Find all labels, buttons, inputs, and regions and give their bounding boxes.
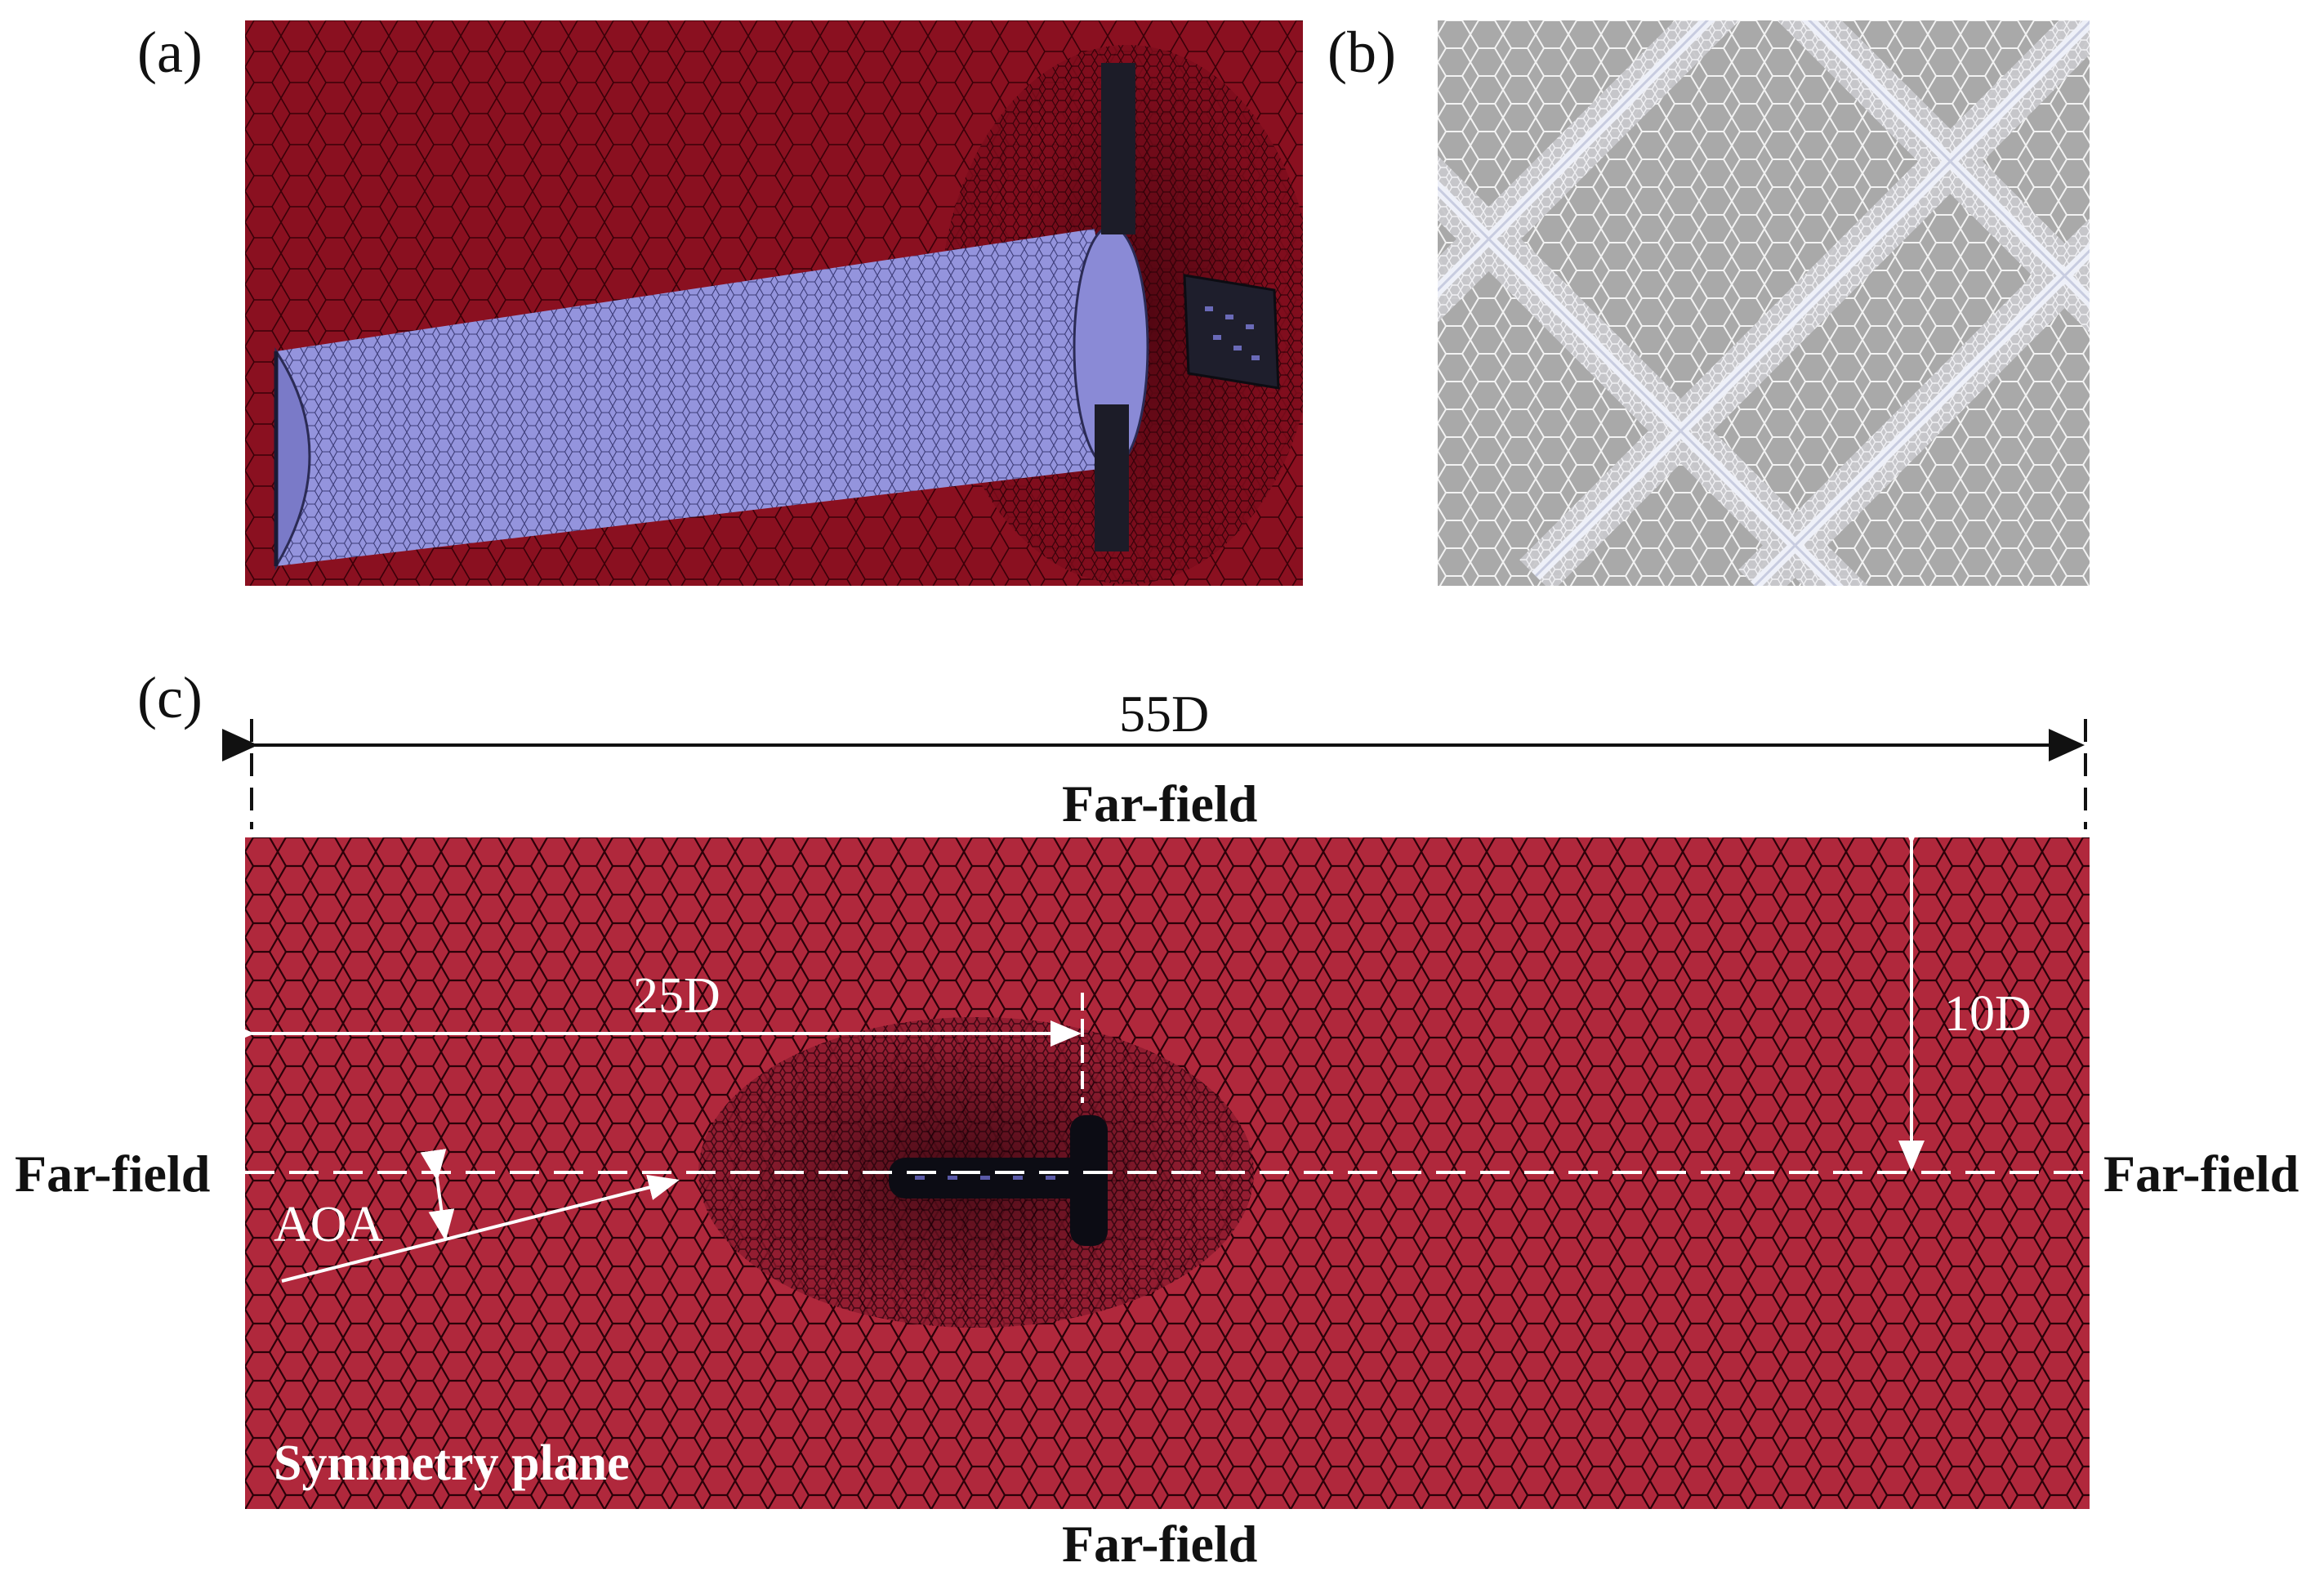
panel-c-domain-mesh xyxy=(245,837,2090,1509)
panel-b-mesh-closeup xyxy=(1438,20,2090,586)
label-aoa: AOA xyxy=(274,1197,384,1252)
label-far-field-bottom: Far-field xyxy=(1062,1515,1258,1573)
label-far-field-right: Far-field xyxy=(2103,1145,2299,1203)
label-55D: 55D xyxy=(1119,685,1210,743)
label-10D: 10D xyxy=(1944,986,2032,1042)
panel-b-label: (b) xyxy=(1327,20,1396,85)
aoa-arrow xyxy=(281,1174,680,1283)
label-25D: 25D xyxy=(633,968,720,1024)
label-far-field-top: Far-field xyxy=(1062,775,1258,833)
aoa-angle-arrow xyxy=(420,1149,455,1241)
fin-top xyxy=(1101,63,1135,234)
missile-fin-silhouette xyxy=(1070,1115,1108,1246)
panel-a-mesh-view xyxy=(245,20,1303,586)
panel-c-label: (c) xyxy=(137,665,203,730)
fin-bottom xyxy=(1095,404,1129,551)
panel-a-label: (a) xyxy=(137,20,203,85)
label-symmetry-plane: Symmetry plane xyxy=(274,1435,630,1491)
label-far-field-left: Far-field xyxy=(15,1145,211,1203)
